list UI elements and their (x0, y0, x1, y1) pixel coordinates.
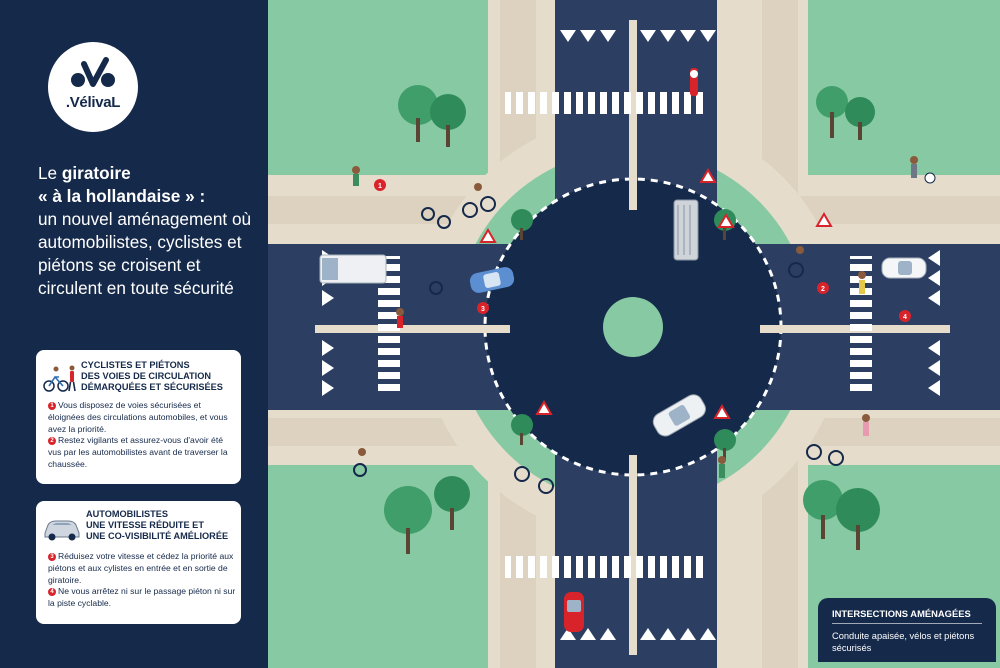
silver-car (652, 394, 706, 437)
marker-1: 1 (374, 179, 386, 191)
item-number: 2 (48, 437, 56, 446)
red-car (564, 592, 584, 632)
card-cyclists-title-1: CYCLISTES ET PIÉTONS (81, 360, 190, 370)
marker-1-label: 1 (378, 183, 382, 190)
headline-bold-1: giratoire (61, 163, 131, 183)
tree-group-se (803, 480, 880, 550)
central-island (603, 297, 663, 357)
item-text: Vous disposez de voies sécurisées et élo… (48, 400, 228, 434)
grass-block-nw (268, 0, 488, 175)
intersections-badge: INTERSECTIONS AMÉNAGÉES Conduite apaisée… (818, 598, 996, 662)
card-drivers-title: AUTOMOBILISTES UNE VITESSE RÉDUITE ET UN… (86, 509, 228, 542)
tree-group-nw (398, 85, 466, 147)
badge-text: Conduite apaisée, vélos et piétons sécur… (832, 631, 975, 653)
yield-signs (479, 168, 833, 419)
card-drivers-title-2: UNE VITESSE RÉDUITE ET (86, 520, 204, 530)
crosswalk-north (505, 92, 705, 114)
item-text: Ne vous arrêtez ni sur le passage piéton… (48, 586, 236, 609)
badge-title: INTERSECTIONS AMÉNAGÉES (832, 608, 971, 619)
headline-pre: Le (38, 163, 62, 183)
card-drivers-title-3: UNE CO-VISIBILITÉ AMÉLIORÉE (86, 531, 229, 541)
motorcycle (690, 68, 698, 96)
item-number: 3 (48, 553, 56, 561)
badge-divider (832, 623, 982, 624)
sidebar: .VélivaL Le giratoire « à la hollandaise… (0, 0, 268, 668)
card-cyclists-pedestrians: CYCLISTES ET PIÉTONS DES VOIES DE CIRCUL… (36, 350, 241, 484)
logo-text: .VélivaL (65, 94, 121, 111)
car-icon (44, 520, 80, 541)
item-text: Réduisez votre vitesse et cédez la prior… (48, 551, 234, 585)
crosswalk-east (850, 256, 872, 396)
median-south (629, 455, 637, 655)
cyclist-pedestrian-icon (43, 365, 76, 392)
marker-4-label: 4 (903, 314, 907, 321)
card-cyclists-title-3: DÉMARQUÉES ET SÉCURISÉES (81, 382, 223, 392)
marker-2: 2 (817, 282, 829, 294)
marker-3: 3 (477, 302, 489, 314)
median-west (315, 325, 510, 333)
people (352, 156, 936, 494)
item-number: 4 (48, 588, 56, 597)
marker-4: 4 (899, 310, 911, 322)
tree-group-ne (816, 86, 875, 140)
tree-group-sw (384, 476, 470, 554)
bus (673, 199, 699, 261)
velival-logo[interactable]: .VélivaL (48, 42, 138, 132)
card-cyclists-title-2: DES VOIES DE CIRCULATION (81, 371, 211, 381)
grass-block-ne (808, 0, 1000, 175)
marker-3-label: 3 (481, 306, 485, 313)
marker-2-label: 2 (821, 286, 825, 293)
card-drivers-title-1: AUTOMOBILISTES (86, 509, 169, 519)
page-headline: Le giratoire « à la hollandaise » : un n… (38, 162, 263, 300)
headline-bold-2: « à la hollandaise » : (38, 186, 206, 206)
grass-block-sw (268, 465, 488, 668)
card-drivers: AUTOMOBILISTES UNE VITESSE RÉDUITE ET UN… (36, 501, 241, 624)
white-van (319, 254, 387, 284)
crosswalk-west (378, 256, 400, 396)
card-cyclists-title: CYCLISTES ET PIÉTONS DES VOIES DE CIRCUL… (81, 360, 223, 393)
item-text: Restez vigilants et assurez-vous d'avoir… (48, 435, 228, 469)
white-car-east (881, 257, 927, 279)
roundabout-illustration: 1 2 3 4 (268, 0, 1000, 668)
blue-car (469, 267, 515, 293)
median-north (629, 20, 637, 210)
bike-logo-icon (71, 57, 115, 87)
item-number: 1 (48, 402, 56, 410)
headline-rest: un nouvel aménagement où automobilistes,… (38, 209, 252, 298)
crosswalk-south (505, 556, 705, 578)
